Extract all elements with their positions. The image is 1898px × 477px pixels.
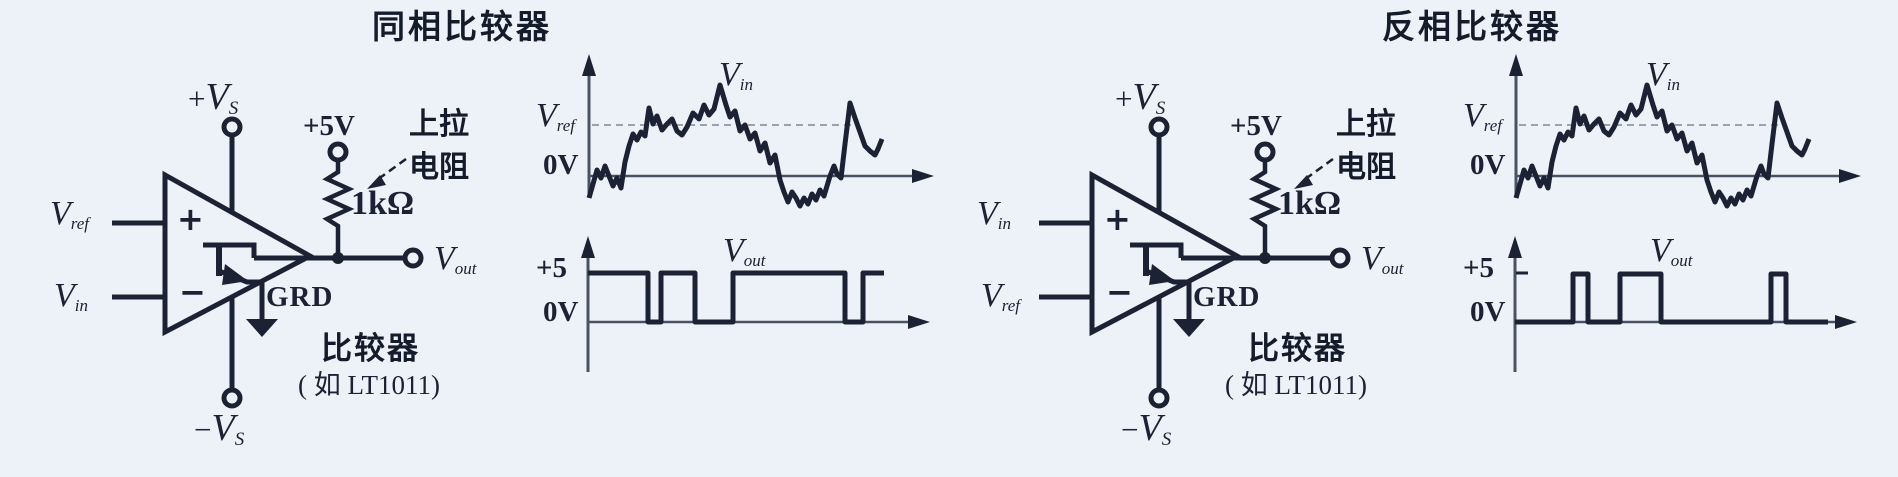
pullup-name-line2: 电阻 [409,150,469,185]
input-top-label: Vref [50,195,90,233]
noninverting-input-sign: + [1104,200,1131,238]
pullup-pointer-line [376,157,407,182]
resistor-value-label: 1kΩ [351,185,415,222]
output-terminal [402,247,424,269]
plot-vin-label: Vin [1646,56,1681,94]
output-junction-dot [332,252,344,264]
vin-plot-xaxis-arrow [912,169,934,183]
vout-plot-yaxis-arrow [581,236,595,258]
circuit-artwork [112,54,934,409]
pullup-pointer-arrowhead [1294,175,1313,189]
pos-supply-label: +VS [1115,76,1166,120]
neg-supply-terminal [1148,387,1170,409]
plot-vout-label: Vout [1650,232,1693,270]
opamp-triangle [1089,170,1243,337]
part-name-label: 比较器 [321,331,420,367]
plot-plus5-label: +5 [536,252,568,284]
ground-symbol [1173,319,1205,337]
part-example-label: ( 如 LT1011) [298,370,440,400]
input-wires [1039,220,1092,300]
panel-noninverting-comparator: 同相比较器 +VS −VS +5V 上拉 电阻 1kΩ Vref Vin + −… [50,7,934,451]
pos-supply-terminal [221,116,243,138]
circuit-artwork [1039,54,1861,409]
vin-waveform [586,82,885,209]
pullup-pointer-arrowhead [367,175,386,189]
input-wires [112,220,165,300]
plot-vout-label: Vout [723,232,766,270]
transistor-emitter-arrow [222,264,248,285]
pullup-name-line1: 上拉 [1336,107,1396,142]
input-bottom-label: Vin [54,277,89,315]
vin-plot-yaxis-arrow [1509,54,1523,76]
vout-waveform [588,270,884,325]
vout-waveform [1515,271,1828,325]
plot-zero-bottom-label: 0V [543,296,579,328]
plot-zero-top-label: 0V [1470,149,1506,181]
panel-inverting-comparator: 反相比较器 +VS −VS +5V 上拉 电阻 1kΩ Vin Vref + −… [927,0,1898,477]
inverting-input-sign: − [1106,273,1133,311]
panel-title: 反相比较器 [1382,7,1562,46]
vin-plot-xaxis-arrow [1839,169,1861,183]
plot-vin-label: Vin [719,56,754,94]
neg-supply-label: −VS [1121,407,1172,451]
noninverting-input-sign: + [177,200,204,238]
output-label: Vout [1361,240,1404,278]
resistor-value-label: 1kΩ [1278,185,1342,222]
neg-supply-label: −VS [194,407,245,451]
plot-zero-top-label: 0V [543,149,579,181]
pullup-resistor [1248,161,1282,258]
ground-label: GRD [266,281,334,313]
input-top-label: Vin [977,195,1012,233]
pullup-terminal [327,141,349,163]
pullup-pointer-line [1303,157,1334,182]
pullup-voltage-label: +5V [303,110,355,142]
pullup-resistor [321,161,355,258]
part-name-label: 比较器 [1248,331,1347,367]
pullup-name-line2: 电阻 [1336,150,1396,185]
output-junction-dot [1259,252,1271,264]
plot-plus5-label: +5 [1463,252,1495,284]
pullup-terminal [1254,141,1276,163]
pullup-name-line1: 上拉 [409,107,469,142]
vin-plot-yaxis-arrow [582,54,596,76]
part-example-label: ( 如 LT1011) [1225,370,1367,400]
ground-label: GRD [1193,281,1261,313]
vin-waveform [1513,82,1812,209]
plot-vref-label: Vref [1463,97,1503,135]
panel-title: 同相比较器 [372,7,552,46]
vout-plot-xaxis-arrow [1835,315,1857,329]
neg-supply-terminal [221,387,243,409]
pos-supply-terminal [1148,116,1170,138]
output-label: Vout [434,240,477,278]
opamp-triangle [162,170,316,337]
inverting-input-sign: − [179,273,206,311]
transistor-collector [1130,242,1184,258]
vout-plot-yaxis-arrow [1508,236,1522,258]
plot-zero-bottom-label: 0V [1470,296,1506,328]
ground-symbol [246,319,278,337]
vout-plot-xaxis-arrow [908,315,930,329]
pullup-voltage-label: +5V [1230,110,1282,142]
output-terminal [1329,247,1351,269]
transistor-emitter-arrow [1149,264,1175,285]
input-bottom-label: Vref [981,277,1021,315]
pos-supply-label: +VS [188,76,239,120]
plot-vref-label: Vref [536,97,576,135]
transistor-collector [203,242,257,258]
